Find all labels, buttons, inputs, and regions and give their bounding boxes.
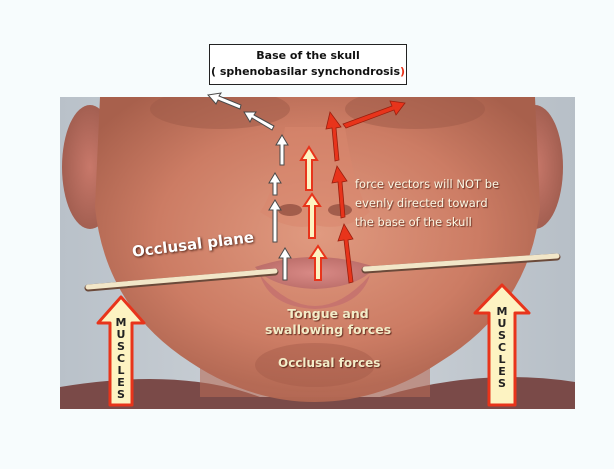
tongue-line-1: Tongue and xyxy=(265,306,391,322)
force-vectors-line-3: the base of the skull xyxy=(355,213,499,232)
title-line-1: Base of the skull xyxy=(210,48,406,64)
title-box: Base of the skull ( sphenobasilar syncho… xyxy=(209,44,407,85)
muscles-label-left: M U S C L E S xyxy=(114,317,128,401)
muscles-right-letter: S xyxy=(495,378,509,390)
force-vectors-line-1: force vectors will NOT be xyxy=(355,175,499,194)
title-line-2-text: ( sphenobasilar synchondrosis xyxy=(211,65,400,78)
tongue-line-2: swallowing forces xyxy=(265,322,391,338)
title-close-paren: ) xyxy=(400,65,405,78)
white-force-arrows xyxy=(208,93,291,280)
force-vectors-line-2: evenly directed toward xyxy=(355,194,499,213)
title-line-2: ( sphenobasilar synchondrosis) xyxy=(210,64,406,80)
force-vectors-note: force vectors will NOT be evenly directe… xyxy=(355,175,499,232)
muscles-label-right: M U S C L E S xyxy=(495,306,509,390)
cream-force-arrows xyxy=(301,147,326,280)
tongue-swallowing-label: Tongue and swallowing forces xyxy=(265,306,391,338)
occlusal-forces-label: Occlusal forces xyxy=(278,356,380,370)
muscles-left-letter: S xyxy=(114,389,128,401)
